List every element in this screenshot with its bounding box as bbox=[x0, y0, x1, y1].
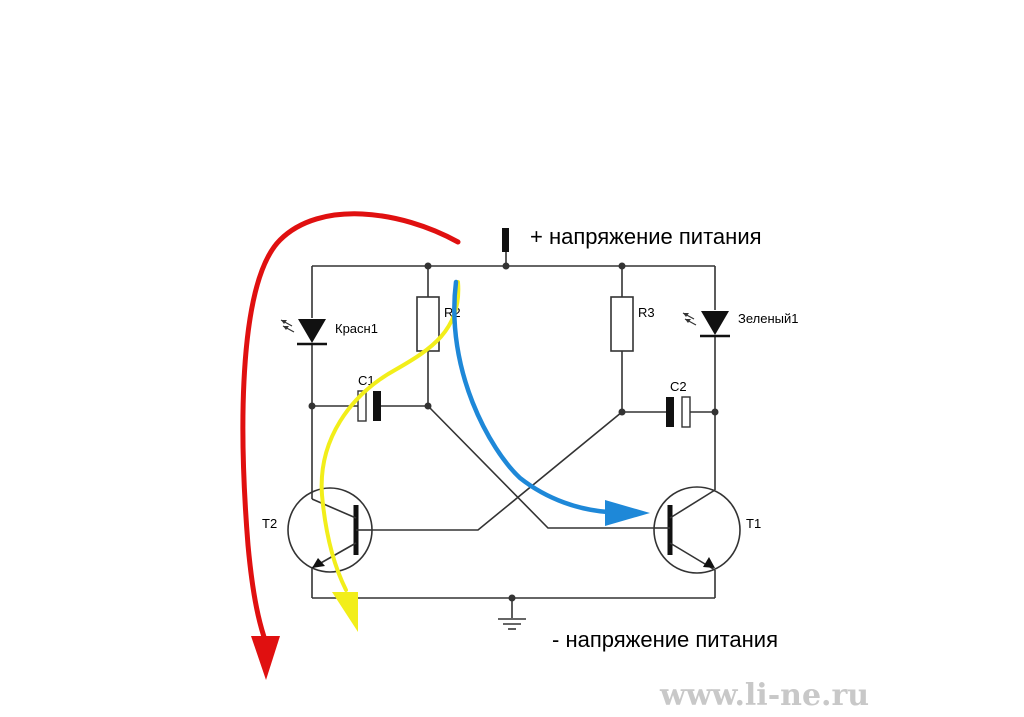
capacitor-c1 bbox=[357, 390, 381, 422]
current-arrow-blue bbox=[452, 279, 650, 526]
led-green-label: Зеленый1 bbox=[738, 311, 798, 326]
led-red bbox=[280, 319, 327, 346]
led-green bbox=[682, 311, 730, 338]
current-arrow-yellow bbox=[319, 280, 461, 632]
wires bbox=[311, 252, 716, 618]
minus-supply-label: - напряжение питания bbox=[552, 627, 778, 652]
current-arrow-red bbox=[240, 211, 461, 680]
supply-terminal bbox=[502, 228, 509, 252]
transistor-t2 bbox=[287, 487, 373, 573]
capacitor-c2 bbox=[666, 396, 691, 428]
plus-supply-label: + напряжение питания bbox=[530, 224, 762, 249]
transistor-t1 bbox=[653, 486, 741, 574]
junction-dots bbox=[308, 262, 719, 602]
led-red-label: Красн1 bbox=[335, 321, 378, 336]
watermark: www.li-ne.ru bbox=[659, 678, 869, 713]
ground-symbol bbox=[498, 618, 526, 630]
r3-label: R3 bbox=[638, 305, 655, 320]
c2-label: C2 bbox=[670, 379, 687, 394]
t2-label: T2 bbox=[262, 516, 277, 531]
t1-label: T1 bbox=[746, 516, 761, 531]
resistor-r3 bbox=[610, 296, 634, 352]
